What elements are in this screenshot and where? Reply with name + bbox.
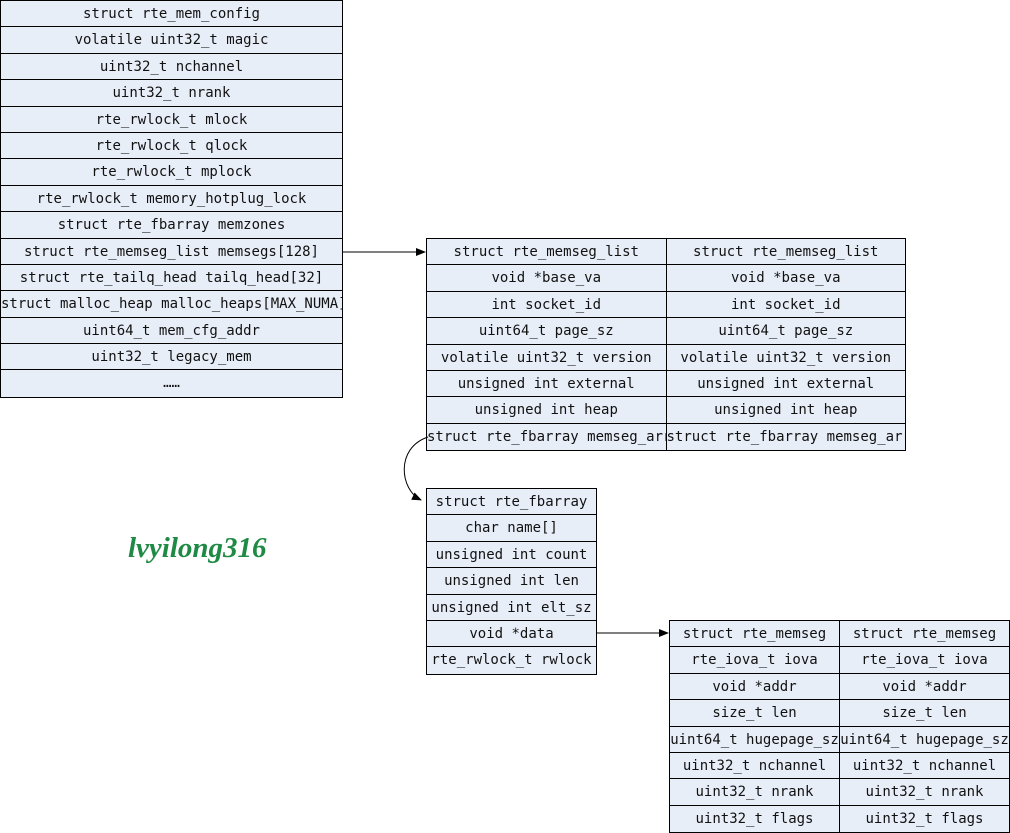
memseg-list-field-row: unsigned int heap unsigned int heap — [427, 397, 905, 424]
memseg-list-cell: struct rte_fbarray memseg_arr — [666, 428, 906, 445]
memseg-list-cell: void *base_va — [730, 270, 841, 287]
memseg-field-row: rte_iova_t iova rte_iova_t iova — [670, 647, 1009, 674]
memseg-cell: void *addr — [670, 673, 840, 700]
memseg-list-cell: volatile uint32_t version — [680, 349, 892, 366]
memseg-list-cell: uint64_t page_sz — [718, 323, 854, 340]
memseg-header-row: struct rte_memseg struct rte_memseg — [670, 621, 1009, 648]
memseg-list-header-row: struct rte_memseg_list struct rte_memseg_… — [427, 239, 905, 266]
mem-config-row-field: rte_rwlock_t qlock — [1, 133, 342, 160]
mem-config-row-field: struct rte_memseg_list memsegs[128] — [1, 239, 342, 265]
memseg-list-cell: unsigned int heap — [427, 397, 667, 423]
memseg-list-field-row: void *base_va void *base_va — [427, 265, 905, 292]
memseg-list-field-row: int socket_id int socket_id — [427, 291, 905, 319]
fbarray-row-field: unsigned int count — [427, 542, 596, 569]
mem-config-row-field: rte_rwlock_t mplock — [1, 159, 342, 186]
mem-config-row-field: rte_rwlock_t memory_hotplug_lock — [1, 186, 342, 213]
memseg-list-cell: struct rte_fbarray memseg_arr — [427, 423, 667, 451]
memseg-field-row: size_t len size_t len — [670, 700, 1009, 727]
memseg-field-row: uint32_t nrank uint32_t nrank — [670, 779, 1009, 806]
memseg-list-cell: void *base_va — [427, 265, 667, 291]
memseg-list-cell: int socket_id — [427, 291, 667, 318]
mem-config-row-field: struct rte_tailq_head tailq_head[32] — [1, 265, 342, 292]
fbarray-row-field: char name[] — [427, 515, 596, 542]
fbarray-row-field: unsigned int len — [427, 568, 596, 595]
mem-config-row-field: volatile uint32_t magic — [1, 27, 342, 54]
memseg-cell: uint32_t nchannel — [670, 752, 840, 779]
fbarray-row-field: void *data — [427, 621, 596, 648]
mem-config-row-field: uint32_t nrank — [1, 80, 342, 107]
memseg-list-cell: unsigned int external — [427, 370, 667, 397]
memseg-field-row: void *addr void *addr — [670, 673, 1009, 701]
mem-config-row-field: struct malloc_heap malloc_heaps[MAX_NUMA… — [1, 291, 342, 318]
memseg-list-field-row: unsigned int external unsigned int extern… — [427, 370, 905, 398]
mem-config-row-header: struct rte_mem_config — [1, 1, 342, 28]
memseg-cell: uint32_t nchannel — [852, 757, 997, 774]
memseg-cell: rte_iova_t iova — [861, 652, 988, 669]
memseg-cell: struct rte_memseg — [852, 626, 997, 642]
memseg-list-cell: unsigned int external — [697, 375, 875, 392]
memseg-cell: uint32_t nrank — [670, 779, 840, 805]
mem-config-row-field: rte_rwlock_t mlock — [1, 107, 342, 133]
memseg-cell: struct rte_memseg — [670, 621, 840, 647]
memseg-list-cell: uint64_t page_sz — [427, 318, 667, 344]
memseg-field-row: uint32_t flags uint32_t flags — [670, 805, 1009, 833]
memseg-cell: void *addr — [882, 678, 967, 695]
memseg-list-field-row: uint64_t page_sz uint64_t page_sz — [427, 318, 905, 345]
mem-config-row-field: uint32_t nchannel — [1, 54, 342, 81]
fbarray-row-header: struct rte_fbarray — [427, 489, 596, 516]
watermark-text: lvyilong316 — [128, 532, 267, 564]
memseg-field-row: uint32_t nchannel uint32_t nchannel — [670, 752, 1009, 780]
memseg-list-cell: struct rte_memseg_list — [427, 239, 667, 265]
arrow-memseg-arr-to-fbarray — [403, 436, 429, 501]
memseg-cell: uint32_t nrank — [865, 784, 984, 801]
memseg-list-cell: int socket_id — [730, 296, 841, 313]
memseg-list-cell: struct rte_memseg_list — [693, 244, 879, 260]
fbarray-row-field: rte_rwlock_t rwlock — [431, 652, 592, 669]
memseg-cell: uint64_t hugepage_sz — [670, 726, 840, 752]
memseg-cell: size_t len — [670, 700, 840, 726]
memseg-cell: size_t len — [882, 705, 967, 722]
mem-config-row-field: uint64_t mem_cfg_addr — [1, 318, 342, 345]
mem-config-row-field: …… — [163, 375, 180, 392]
memseg-list-cell: volatile uint32_t version — [427, 344, 667, 370]
mem-config-row-field: uint32_t legacy_mem — [1, 344, 342, 371]
memseg-list-table: struct rte_memseg_list struct rte_memseg_… — [426, 238, 906, 452]
memseg-cell: rte_iova_t iova — [670, 647, 840, 673]
memseg-list-cell: unsigned int heap — [714, 402, 858, 419]
fbarray-row-field: unsigned int elt_sz — [427, 595, 596, 621]
memseg-cell: uint32_t flags — [670, 805, 840, 833]
memseg-cell: uint32_t flags — [865, 810, 984, 827]
memseg-list-field-row: volatile uint32_t version volatile uint32… — [427, 344, 905, 371]
memseg-cell: uint64_t hugepage_sz — [840, 731, 1009, 748]
mem-config-row-field: struct rte_fbarray memzones — [1, 212, 342, 239]
